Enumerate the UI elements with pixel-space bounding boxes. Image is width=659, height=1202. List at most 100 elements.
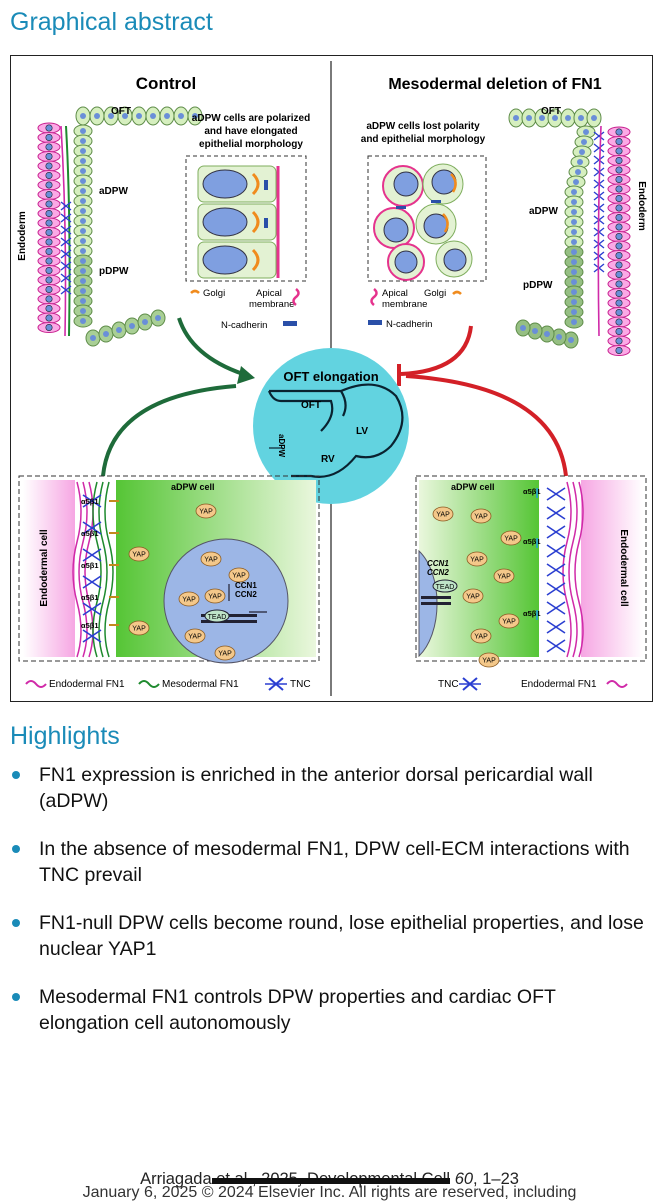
- dpw-nucleus: [80, 298, 86, 304]
- legend-right-tnc: TNC: [438, 679, 459, 690]
- endoderm-cell-nucleus: [615, 261, 623, 269]
- endoderm-cell-nucleus: [45, 210, 53, 218]
- endoderm-cell-nucleus: [615, 223, 623, 231]
- integrin-label: α5β1: [523, 487, 541, 496]
- legend-mesodermal-fn1-icon: [138, 680, 160, 688]
- endodermal-fn1-fiber: [72, 481, 82, 658]
- tnc-mark: [546, 582, 566, 596]
- legend-left-endodermal-fn1: Endodermal FN1: [49, 679, 125, 690]
- endoderm-cell-nucleus: [45, 200, 53, 208]
- right-bottom-inhibit: [405, 374, 568, 477]
- tnc-mark: [546, 563, 566, 577]
- yap-label: YAP: [132, 626, 146, 633]
- tnc-mark: [546, 506, 566, 520]
- yap-spot: [195, 503, 217, 519]
- yap-label: YAP: [502, 619, 516, 626]
- right-apical-label2: membrane: [382, 299, 427, 310]
- dpw-nucleus: [565, 115, 571, 121]
- tnc-mark: [593, 143, 605, 153]
- graphical-abstract-title: Graphical abstract: [10, 8, 213, 36]
- oft-elongation-circle: [253, 348, 409, 504]
- integrin-label: α5β1: [81, 561, 99, 570]
- endoderm-cell-nucleus: [45, 181, 53, 189]
- left-ccn2-label: CCN2: [235, 590, 257, 599]
- dpw-nucleus: [80, 168, 86, 174]
- yap-label: YAP: [204, 557, 218, 564]
- dpw-nucleus: [575, 169, 581, 175]
- dpw-nucleus: [103, 331, 109, 337]
- dpw-nucleus: [583, 129, 589, 135]
- dpw-nucleus: [571, 249, 577, 255]
- right-ecm-fibers: [546, 481, 584, 658]
- left-adpw-label: aDPW: [99, 186, 128, 197]
- yap-spot: [500, 530, 522, 546]
- heart-lv-label: LV: [356, 426, 368, 437]
- endoderm-cell-nucleus: [45, 153, 53, 161]
- yap-label: YAP: [482, 658, 496, 665]
- yap-spot: [228, 567, 250, 583]
- tnc-mark: [546, 601, 566, 615]
- heart-rv-label: RV: [321, 454, 335, 465]
- yap-spot: [498, 613, 520, 629]
- left-bottom-arrow: [101, 384, 237, 477]
- yap-label: YAP: [474, 634, 488, 641]
- bullet-icon: [12, 993, 20, 1001]
- dpw-nucleus: [513, 115, 519, 121]
- dpw-nucleus: [80, 238, 86, 244]
- mesodermal-fn1-fiber: [104, 481, 114, 658]
- dpw-nucleus: [80, 258, 86, 264]
- highlight-text: FN1-null DPW cells become round, lose ep…: [39, 912, 644, 960]
- tnc-mark: [546, 620, 566, 634]
- endoderm-cell-nucleus: [615, 280, 623, 288]
- endodermal-fn1-fiber: [562, 481, 572, 658]
- yap-label: YAP: [466, 594, 480, 601]
- dpw-nucleus: [526, 115, 532, 121]
- highlights-title: Highlights: [10, 722, 120, 750]
- left-pdpw-label: pDPW: [99, 266, 129, 277]
- highlights-list: FN1 expression is enriched in the anteri…: [10, 762, 650, 1058]
- dpw-nucleus: [544, 331, 550, 337]
- right-pdpw-label: pDPW: [523, 280, 553, 291]
- highlight-item: Mesodermal FN1 controls DPW properties a…: [10, 984, 650, 1036]
- right-inset-cells: [373, 163, 473, 281]
- yap-label: YAP: [199, 509, 213, 516]
- tnc-mark: [82, 521, 102, 535]
- legend-tnc-icon: [265, 677, 287, 691]
- tnc-mark: [60, 213, 72, 223]
- yap-spot: [128, 620, 150, 636]
- highlight-item: FN1-null DPW cells become round, lose ep…: [10, 910, 650, 962]
- dpw-nucleus: [80, 198, 86, 204]
- citation-cutoff-text: January 6, 2025 © 2024 Elsevier Inc. All…: [82, 1184, 577, 1201]
- left-endoderm-column: [37, 122, 61, 333]
- golgi-icon: [190, 289, 200, 294]
- left-caption-line1: aDPW cells are polarized: [192, 113, 310, 124]
- tnc-mark: [60, 225, 72, 235]
- tnc-mark: [546, 487, 566, 501]
- dpw-nucleus: [571, 199, 577, 205]
- dpw-nucleus: [80, 138, 86, 144]
- left-ccn1-label: CCN1: [235, 581, 257, 590]
- endoderm-cell-nucleus: [45, 229, 53, 237]
- dpw-nucleus: [116, 327, 122, 333]
- dpw-nucleus: [571, 279, 577, 285]
- left-endodermal-cell-area: [23, 480, 75, 657]
- graphical-abstract-figure: Control Mesodermal deletion of FN1 Endod…: [10, 55, 653, 702]
- dpw-nucleus: [129, 323, 135, 329]
- endoderm-cell-nucleus: [45, 305, 53, 313]
- tnc-mark: [60, 237, 72, 247]
- dpw-nucleus: [571, 259, 577, 265]
- highlight-item: FN1 expression is enriched in the anteri…: [10, 762, 650, 814]
- right-dpw-cells: [508, 108, 605, 349]
- tnc-mark: [60, 273, 72, 283]
- dpw-nucleus: [136, 113, 142, 119]
- right-endoderm-label: Endoderm: [636, 181, 647, 231]
- dpw-nucleus: [80, 248, 86, 254]
- left-tead: [204, 609, 230, 623]
- dpw-nucleus: [571, 309, 577, 315]
- left-caption-line2: and have elongated: [204, 126, 297, 137]
- tnc-mark: [60, 261, 72, 271]
- highlight-text: In the absence of mesodermal FN1, DPW ce…: [39, 838, 630, 886]
- dpw-nucleus: [155, 315, 161, 321]
- endoderm-cell-nucleus: [615, 147, 623, 155]
